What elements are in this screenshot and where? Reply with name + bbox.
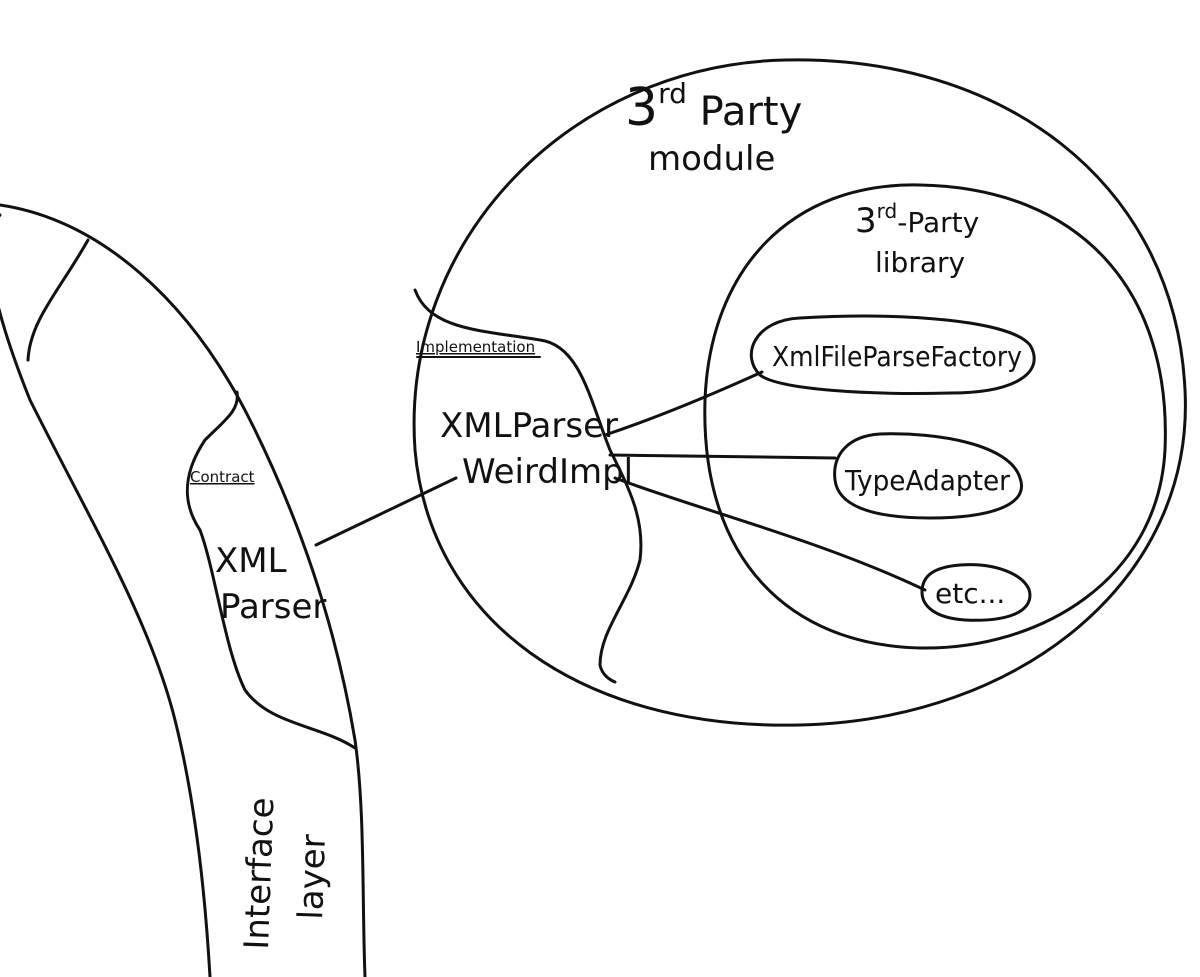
interface-layer-inner-edge	[0, 213, 212, 977]
contract-label: Contract	[190, 468, 255, 486]
interface-layer-label: Interface layer	[237, 797, 334, 951]
implementation-label: Implementation	[416, 338, 535, 356]
node-typeadapter: TypeAdapter	[833, 432, 1023, 520]
node-etc-outline	[920, 563, 1032, 622]
node-xmlfileparsefactory: XmlFileParseFactory	[749, 314, 1036, 395]
node-xmlfileparsefactory-label: XmlFileParseFactory	[772, 340, 1022, 373]
third-party-module-circle	[412, 58, 1187, 727]
interface-layer-line1: Interface	[237, 797, 282, 951]
implementation-title-line1: XMLParser	[440, 406, 618, 446]
interface-layer-top-edge	[26, 238, 90, 362]
implementation-title-line2: WeirdImpl	[462, 452, 633, 492]
third-party-library-line2: library	[875, 246, 965, 279]
link-to-typeadapter	[608, 453, 837, 460]
node-typeadapter-label: TypeAdapter	[844, 464, 1010, 497]
contract-title-line1: XML	[215, 541, 287, 581]
node-etc-label: etc...	[935, 577, 1005, 610]
interface-layer-outer-edge	[0, 203, 367, 977]
link-to-xmlfileparsefactory	[603, 370, 764, 437]
third-party-module-line1: 3rd Party	[625, 77, 802, 138]
link-to-etc	[613, 476, 927, 592]
third-party-library: 3rd-Party library	[703, 183, 1167, 650]
node-typeadapter-outline	[833, 432, 1023, 520]
interface-layer-line2: layer	[291, 834, 334, 921]
third-party-library-line1: 3rd-Party	[855, 199, 979, 241]
third-party-library-circle	[703, 183, 1167, 650]
interface-layer-band	[0, 203, 367, 977]
implementation-boundary	[413, 288, 643, 684]
contract-to-implementation-link	[314, 476, 458, 547]
node-etc: etc...	[920, 563, 1032, 622]
implementation-zone: Implementation XMLParser WeirdImpl	[413, 288, 643, 684]
contract-title-line2: Parser	[220, 587, 326, 627]
node-xmlfileparsefactory-outline	[749, 314, 1036, 395]
contract-zone: Contract XML Parser	[185, 390, 357, 750]
contract-boundary	[185, 390, 357, 750]
third-party-module: 3rd Party module	[412, 58, 1187, 727]
third-party-module-line2: module	[648, 139, 775, 179]
